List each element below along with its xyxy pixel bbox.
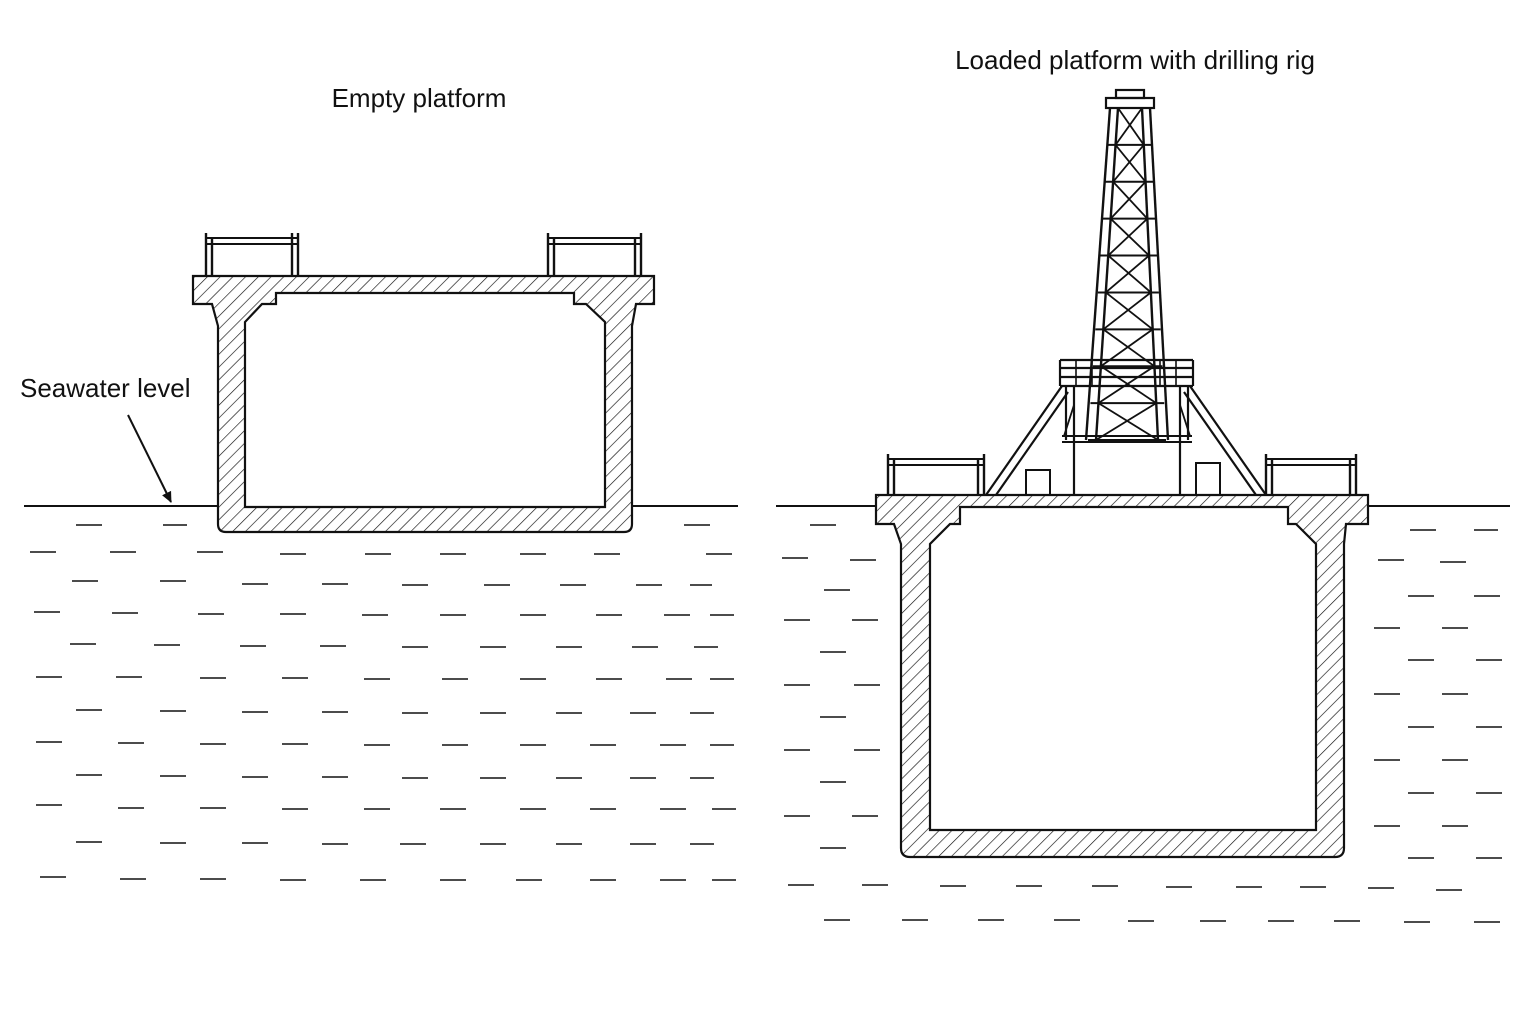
derrick-brace xyxy=(1100,328,1154,367)
empty-platform-hull xyxy=(191,274,656,534)
deck-equipment-box-left xyxy=(1025,469,1051,496)
derrick-brace xyxy=(1114,107,1143,146)
derrick-brace xyxy=(1102,291,1152,331)
right-water-dashes xyxy=(782,524,1502,923)
derrick-brace xyxy=(1117,107,1145,146)
derrick-brace xyxy=(1105,254,1150,294)
derrick-brace xyxy=(1097,365,1155,404)
deck-equipment-box-right xyxy=(1195,462,1221,496)
seawater-level-arrow xyxy=(127,414,172,503)
loaded-platform-hull xyxy=(874,493,1370,859)
derrick-brace xyxy=(1107,254,1152,294)
left-railing xyxy=(204,233,300,276)
derrick-brace xyxy=(1097,402,1159,441)
empty-platform xyxy=(191,233,656,534)
derrick-brace xyxy=(1114,144,1147,183)
loaded-left-railing xyxy=(886,454,986,495)
loaded-right-railing xyxy=(1264,454,1358,495)
derrick-lattice xyxy=(1088,107,1166,441)
derrick-brace xyxy=(1112,144,1145,183)
empty-platform-title: Empty platform xyxy=(332,83,507,113)
derrick-brace xyxy=(1102,328,1155,367)
derrick-brace xyxy=(1100,365,1157,404)
derrick-brace xyxy=(1110,181,1147,220)
rig-substructure xyxy=(985,358,1267,496)
derrick-brace xyxy=(1110,218,1150,257)
seawater-level-label: Seawater level xyxy=(20,373,191,403)
left-water-dashes xyxy=(30,524,736,881)
derrick-brace xyxy=(1112,181,1148,220)
derrick-brace xyxy=(1105,291,1154,331)
loaded-platform xyxy=(874,88,1370,859)
drilling-derrick xyxy=(1084,88,1170,441)
loaded-platform-title: Loaded platform with drilling rig xyxy=(955,45,1315,75)
derrick-brace xyxy=(1095,402,1157,441)
right-railing xyxy=(546,233,643,276)
derrick-brace xyxy=(1107,218,1148,257)
